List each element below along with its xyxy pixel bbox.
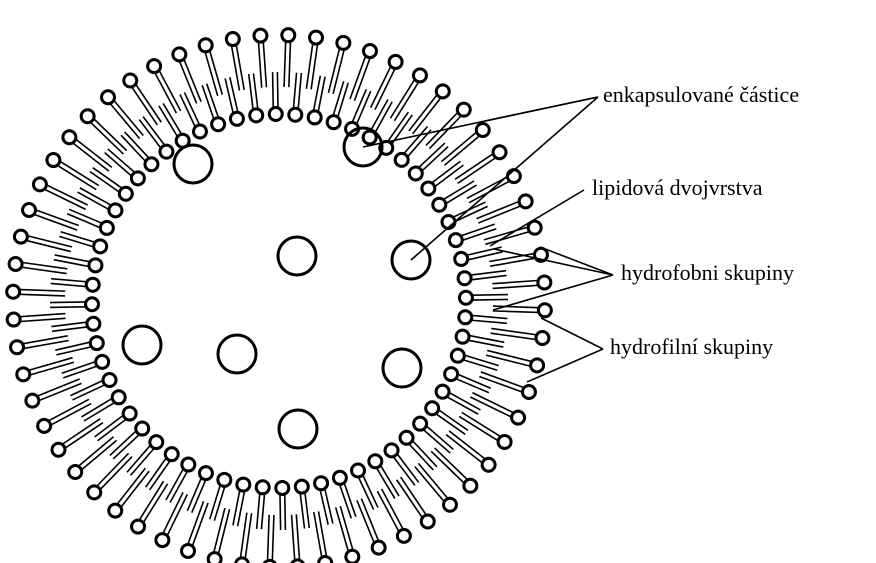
lipid-outer [492, 276, 551, 289]
leader-line [490, 190, 584, 246]
lipid-outer [254, 29, 267, 88]
leader-line [493, 275, 613, 310]
lipid-outer [7, 313, 66, 326]
lipid-outer [431, 448, 477, 492]
lipid-inner [352, 464, 378, 510]
lipid-outer [235, 513, 251, 563]
lipid-outer [124, 74, 162, 125]
lipid-bilayer [7, 29, 552, 563]
lipid-inner [180, 92, 206, 138]
lipid-inner [70, 374, 116, 400]
lipid-outer [350, 45, 377, 101]
lipid-outer [489, 248, 547, 266]
label-hydrophilic-groups: hydrofilní skupiny [610, 334, 773, 359]
lipid-inner [442, 202, 488, 228]
lipid-inner [256, 481, 269, 530]
lipid-inner [269, 72, 282, 121]
lipid-inner [187, 467, 212, 513]
encapsulated-particle [218, 335, 256, 373]
lipid-outer [477, 195, 533, 223]
lipid-inner [456, 330, 504, 347]
lipid-inner [459, 311, 508, 324]
lipid-outer [357, 499, 385, 555]
leader-line [541, 318, 603, 349]
lipid-outer [291, 514, 304, 563]
lipid-inner [51, 278, 100, 291]
lipid-outer [81, 110, 127, 154]
label-lipid-bilayer: lipidová dvojvrstva [592, 175, 763, 200]
encapsulated-particle [279, 410, 317, 448]
encapsulated-particle [174, 145, 212, 183]
lipid-outer [314, 511, 332, 563]
lipid-outer [263, 515, 276, 563]
lipid-inner [445, 368, 491, 393]
lipid-inner [55, 337, 103, 355]
leader-line [411, 97, 598, 260]
lipid-inner [308, 76, 325, 124]
lipid-outer [11, 336, 69, 354]
label-encapsulated-particles: enkapsulované částice [603, 82, 799, 107]
lipid-inner [50, 298, 99, 311]
lipid-inner [233, 478, 250, 526]
lipid-outer [52, 419, 103, 457]
leader-line [485, 97, 598, 121]
encapsulated-particle [278, 237, 316, 275]
lipid-inner [78, 188, 122, 217]
lipid-inner [315, 477, 333, 525]
lipid-outer [479, 372, 535, 399]
lipid-inner [54, 255, 102, 272]
lipid-outer [173, 48, 201, 104]
lipid-inner [459, 291, 508, 304]
lipid-outer [226, 33, 244, 91]
lipid-outer [455, 146, 506, 184]
lipid-outer [397, 477, 435, 528]
encapsulated-particle [123, 326, 161, 364]
encapsulated-particles [123, 128, 430, 448]
encapsulated-particle [383, 349, 421, 387]
lipid-inner [436, 385, 480, 414]
lipid-outer [26, 379, 82, 407]
lipid-outer [282, 29, 295, 88]
lipid-outer [7, 285, 66, 298]
lipid-outer [88, 453, 132, 499]
lipid-inner [225, 77, 243, 125]
lipid-inner [166, 458, 195, 502]
lipid-outer [182, 501, 209, 557]
lipid-outer [493, 304, 552, 317]
label-hydrophobic-groups: hydrofobni skupiny [621, 260, 794, 285]
lipid-inner [289, 73, 302, 122]
lipid-inner [276, 481, 289, 530]
lipid-outer [23, 204, 79, 231]
lipid-inner [67, 209, 113, 234]
